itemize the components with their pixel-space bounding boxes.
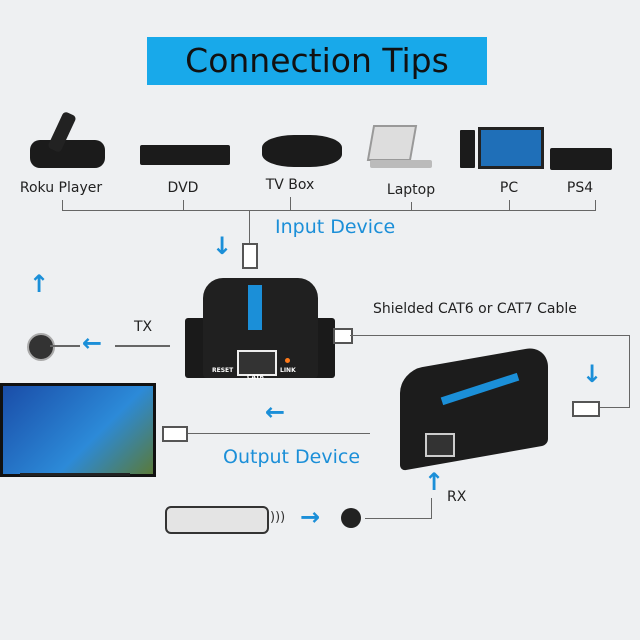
cable-line (350, 335, 630, 336)
tick (62, 200, 63, 210)
output-device-label: Output Device (223, 446, 361, 468)
port-label: CAT6 (247, 374, 264, 381)
rx-line (431, 498, 432, 518)
page-title: Connection Tips (147, 37, 487, 85)
rx-line-h (365, 518, 432, 519)
laptop-base (370, 160, 432, 168)
tv-stand (20, 473, 130, 476)
input-device-label: Input Device (275, 216, 396, 238)
link-label: LINK (280, 367, 296, 374)
cable-line-end (600, 407, 630, 408)
arrow-left-icon: ← (265, 398, 286, 426)
remote-control-icon (165, 506, 269, 534)
tick (509, 200, 510, 210)
receiver-device (400, 344, 548, 472)
rj45-plug-icon (333, 328, 353, 344)
rj45-plug-icon (572, 401, 600, 417)
tick (183, 200, 184, 210)
arrow-left-icon: ← (82, 329, 103, 357)
tx-line (115, 345, 170, 347)
rx-label: RX (447, 489, 467, 505)
ps4-console-icon (550, 148, 612, 170)
ir-receiver-icon (27, 333, 55, 361)
tx-label: TX (134, 319, 153, 335)
tv-display (0, 383, 156, 477)
cable-line-vertical (629, 335, 630, 407)
link-led (285, 358, 290, 363)
tick (290, 197, 291, 210)
dvd-player-icon (140, 145, 230, 165)
tick (411, 202, 412, 210)
ir-cable (50, 345, 80, 347)
label-ps4: PS4 (566, 180, 594, 196)
label-laptop: Laptop (386, 182, 436, 198)
arrow-up-icon: ↑ (29, 270, 50, 298)
laptop-icon (366, 125, 418, 161)
label-dvd: DVD (167, 180, 199, 196)
tv-box-icon (262, 135, 342, 167)
hdmi-label-strip (248, 285, 262, 330)
hdmi-plug-icon (162, 426, 188, 442)
pc-tower (460, 130, 475, 168)
ir-signal-icon: ))) (270, 510, 286, 525)
label-tv-box: TV Box (265, 177, 315, 193)
label-pc: PC (499, 180, 519, 196)
label-roku-player: Roku Player (19, 180, 103, 196)
roku-player-icon (30, 140, 105, 168)
input-stem (249, 210, 250, 243)
ethernet-port[interactable] (237, 350, 277, 376)
hdmi-port[interactable] (425, 433, 455, 457)
arrow-down-icon: ↓ (582, 360, 603, 388)
arrow-up-icon: ↑ (424, 468, 445, 496)
cable-label: Shielded CAT6 or CAT7 Cable (373, 301, 577, 317)
output-line (188, 433, 370, 434)
hdmi-plug-icon (242, 243, 258, 269)
ir-receiver-icon (341, 508, 361, 528)
reset-label: RESET (212, 367, 234, 374)
arrow-right-icon: → (300, 503, 321, 531)
arrow-down-icon: ↓ (212, 232, 233, 260)
input-bracket (62, 210, 596, 211)
tick (595, 200, 596, 210)
desktop-pc-icon (478, 127, 544, 169)
